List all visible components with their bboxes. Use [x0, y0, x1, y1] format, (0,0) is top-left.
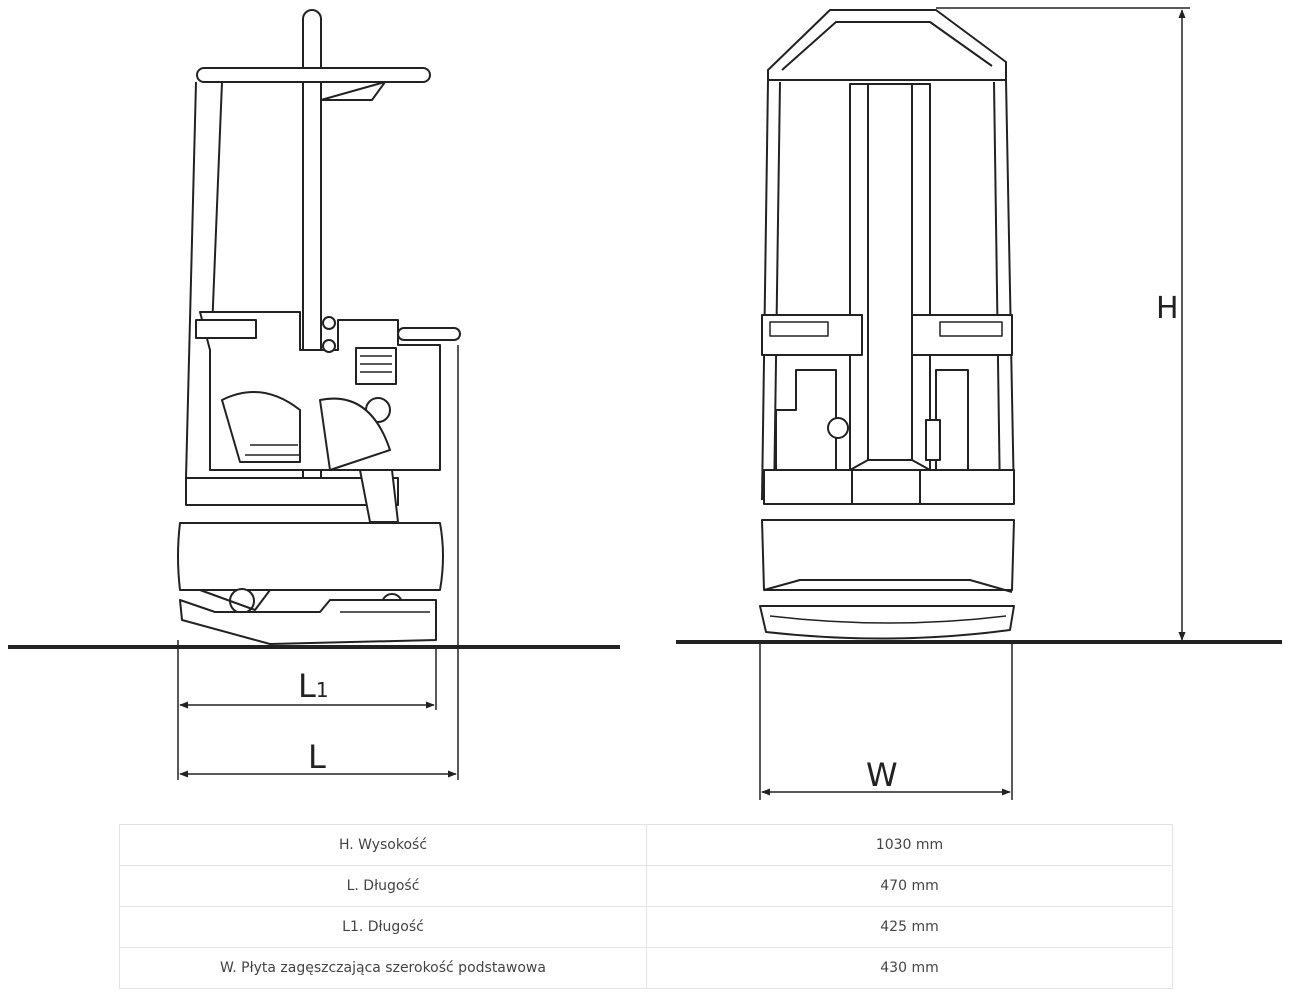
side-dimensions — [177, 345, 459, 780]
side-view — [8, 9, 620, 649]
front-view — [676, 9, 1282, 644]
front-right-shield — [911, 314, 1013, 356]
side-exciter-wheel — [229, 588, 255, 614]
spec-label: L1. Długość — [119, 906, 647, 948]
compactor-dimension-drawing: L1 L — [8, 7, 1282, 800]
spec-value: 1030 mm — [646, 824, 1173, 866]
side-guard-frame — [185, 81, 223, 479]
spec-label: L. Długość — [119, 865, 647, 907]
table-row: H. Wysokość 1030 mm — [119, 824, 1173, 866]
side-lower-housing — [177, 522, 444, 591]
dimension-w-label: W — [866, 756, 898, 794]
dimension-l1-label: L1 — [298, 667, 329, 705]
table-row: L1. Długość 425 mm — [119, 906, 1173, 948]
table-row: L. Długość 470 mm — [119, 865, 1173, 907]
spec-value: 425 mm — [646, 906, 1173, 948]
spec-table: H. Wysokość 1030 mm L. Długość 470 mm L1… — [119, 824, 1173, 989]
front-frame — [761, 79, 1015, 501]
front-handle-arch — [767, 9, 1007, 81]
dimension-h-label: H — [1156, 291, 1179, 326]
spec-label: W. Płyta zagęszczająca szerokość podstaw… — [119, 947, 647, 989]
spec-table-body: H. Wysokość 1030 mm L. Długość 470 mm L1… — [119, 824, 1173, 989]
front-frame-base — [763, 469, 1015, 505]
front-center-column — [849, 83, 931, 471]
dimension-l-label: L — [308, 738, 326, 776]
spec-value: 430 mm — [646, 947, 1173, 989]
side-base-plate — [179, 599, 437, 645]
front-lower-housing — [761, 519, 1015, 591]
table-row: W. Płyta zagęszczająca szerokość podstaw… — [119, 947, 1173, 989]
spec-value: 470 mm — [646, 865, 1173, 907]
front-left-shield — [761, 314, 863, 356]
spec-label: H. Wysokość — [119, 824, 647, 866]
dimension-l1-subscript: 1 — [316, 678, 329, 702]
side-top-handle — [196, 67, 431, 83]
front-dimensions — [759, 7, 1190, 800]
